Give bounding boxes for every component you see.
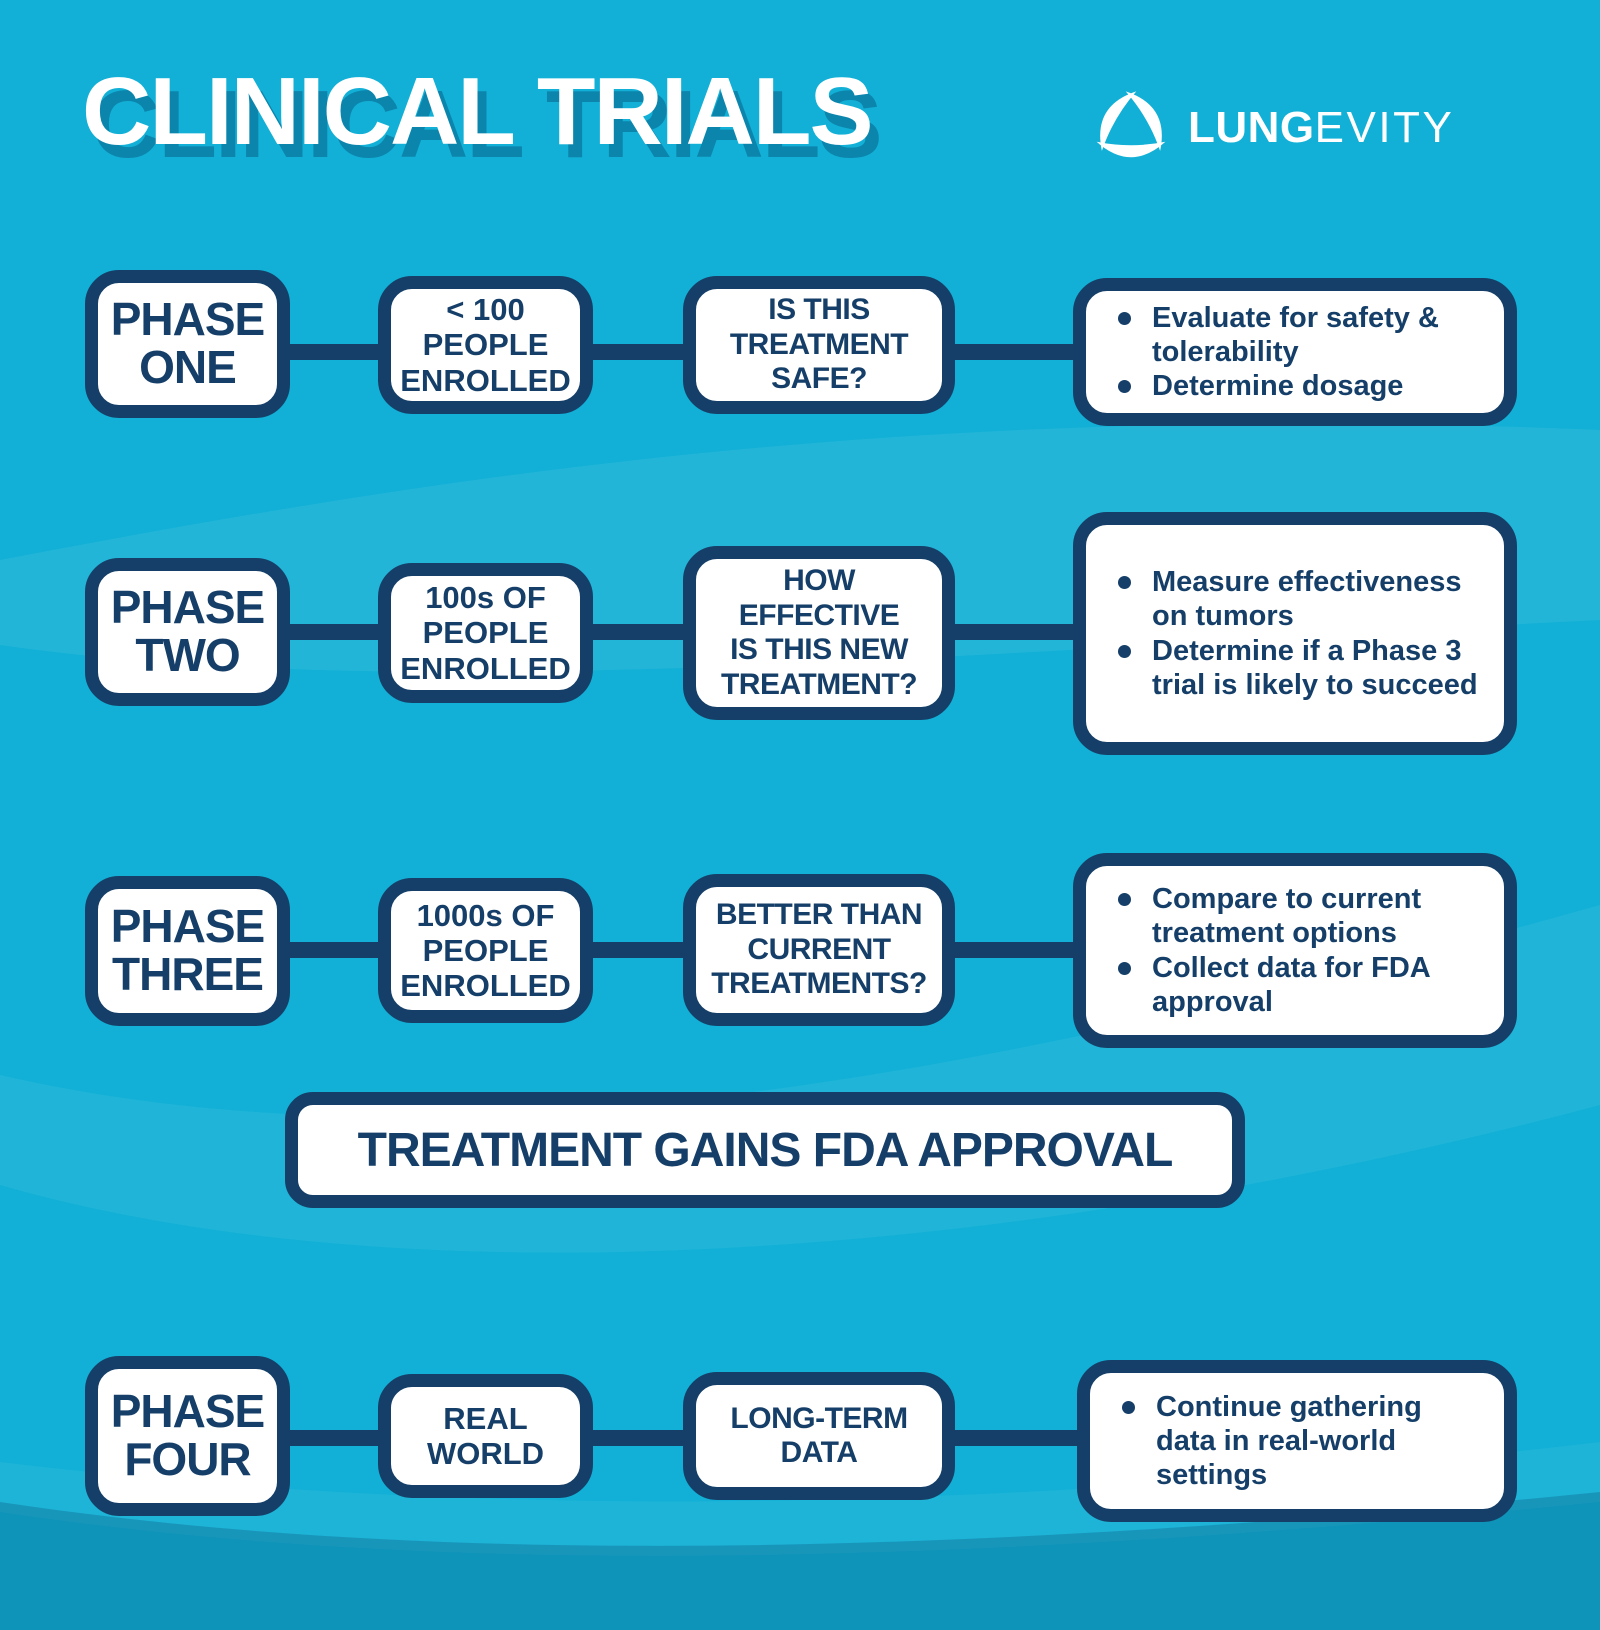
phase-one-enrollment-box: < 100 PEOPLE ENROLLED: [378, 276, 593, 414]
connector-row4-b: [589, 1430, 685, 1446]
lungevity-logo-icon: [1096, 91, 1166, 158]
phase-one-details-box: Evaluate for safety & tolerability Deter…: [1073, 278, 1517, 426]
phase-one-enrollment: < 100 PEOPLE ENROLLED: [400, 292, 571, 398]
connector-row1-b: [589, 344, 685, 360]
bullet-item: Collect data for FDA approval: [1104, 951, 1480, 1019]
phase-four-label: PHASE FOUR: [110, 1385, 265, 1485]
connector-row3-a: [286, 942, 380, 958]
phase-three-details-box: Compare to current treatment options Col…: [1073, 853, 1517, 1048]
connector-row2-a: [286, 624, 380, 640]
phase-three-question: BETTER THAN CURRENT TREATMENTS?: [711, 898, 927, 1001]
phase-one-question: IS THIS TREATMENT SAFE?: [729, 293, 909, 396]
bullet-item: Determine if a Phase 3 trial is likely t…: [1104, 634, 1480, 702]
connector-row2-c: [951, 624, 1075, 640]
connector-row3-b: [589, 942, 685, 958]
page-title: CLINICAL TRIALS: [82, 58, 874, 165]
phase-two-label: PHASE TWO: [110, 581, 265, 681]
phase-four-box: PHASE FOUR: [85, 1356, 290, 1516]
bullet-item: Compare to current treatment options: [1104, 882, 1480, 950]
phase-four-details-box: Continue gathering data in real-world se…: [1077, 1360, 1517, 1522]
lungevity-logo: LUNGEVITY: [1088, 78, 1468, 178]
phase-three-box: PHASE THREE: [85, 876, 290, 1026]
bullet-item: Determine dosage: [1104, 369, 1480, 403]
connector-row1-a: [286, 344, 380, 360]
phase-two-question-box: HOW EFFECTIVE IS THIS NEW TREATMENT?: [683, 546, 955, 720]
fda-approval-label: TREATMENT GAINS FDA APPROVAL: [357, 1123, 1174, 1177]
fda-approval-banner: TREATMENT GAINS FDA APPROVAL: [285, 1092, 1245, 1208]
phase-four-question-box: LONG-TERM DATA: [683, 1372, 955, 1500]
phase-four-enrollment-box: REAL WORLD: [378, 1374, 593, 1498]
phase-two-details-box: Measure effectiveness on tumors Determin…: [1073, 512, 1517, 755]
phase-two-box: PHASE TWO: [85, 558, 290, 706]
phase-four-enrollment: REAL WORLD: [426, 1400, 545, 1471]
phase-four-details-list: Continue gathering data in real-world se…: [1090, 1380, 1504, 1503]
phase-three-enrollment-box: 1000s OF PEOPLE ENROLLED: [378, 878, 593, 1023]
bullet-item: Measure effectiveness on tumors: [1104, 565, 1480, 633]
connector-row2-b: [589, 624, 685, 640]
phase-three-label: PHASE THREE: [110, 900, 265, 1000]
phase-one-details-list: Evaluate for safety & tolerability Deter…: [1086, 291, 1504, 414]
wordmark-lung: LUNG: [1188, 103, 1315, 152]
phase-three-details-list: Compare to current treatment options Col…: [1086, 872, 1504, 1029]
phase-four-question: LONG-TERM DATA: [730, 1401, 908, 1470]
wordmark-evity: EVITY: [1314, 103, 1455, 152]
phase-two-enrollment: 100s OF PEOPLE ENROLLED: [400, 580, 571, 686]
connector-row4-a: [286, 1430, 380, 1446]
bullet-item: Continue gathering data in real-world se…: [1108, 1390, 1480, 1493]
connector-row3-c: [951, 942, 1075, 958]
phase-one-label: PHASE ONE: [110, 293, 265, 393]
connector-row4-c: [951, 1430, 1079, 1446]
phase-two-enrollment-box: 100s OF PEOPLE ENROLLED: [378, 563, 593, 703]
phase-two-question: HOW EFFECTIVE IS THIS NEW TREATMENT?: [720, 564, 918, 701]
phase-one-question-box: IS THIS TREATMENT SAFE?: [683, 276, 955, 414]
bullet-item: Evaluate for safety & tolerability: [1104, 301, 1480, 369]
connector-row1-c: [951, 344, 1075, 360]
lungevity-wordmark: LUNGEVITY: [1188, 103, 1454, 153]
phase-three-enrollment: 1000s OF PEOPLE ENROLLED: [400, 897, 571, 1004]
phase-two-details-list: Measure effectiveness on tumors Determin…: [1086, 555, 1504, 712]
phase-three-question-box: BETTER THAN CURRENT TREATMENTS?: [683, 874, 955, 1026]
phase-one-box: PHASE ONE: [85, 270, 290, 418]
